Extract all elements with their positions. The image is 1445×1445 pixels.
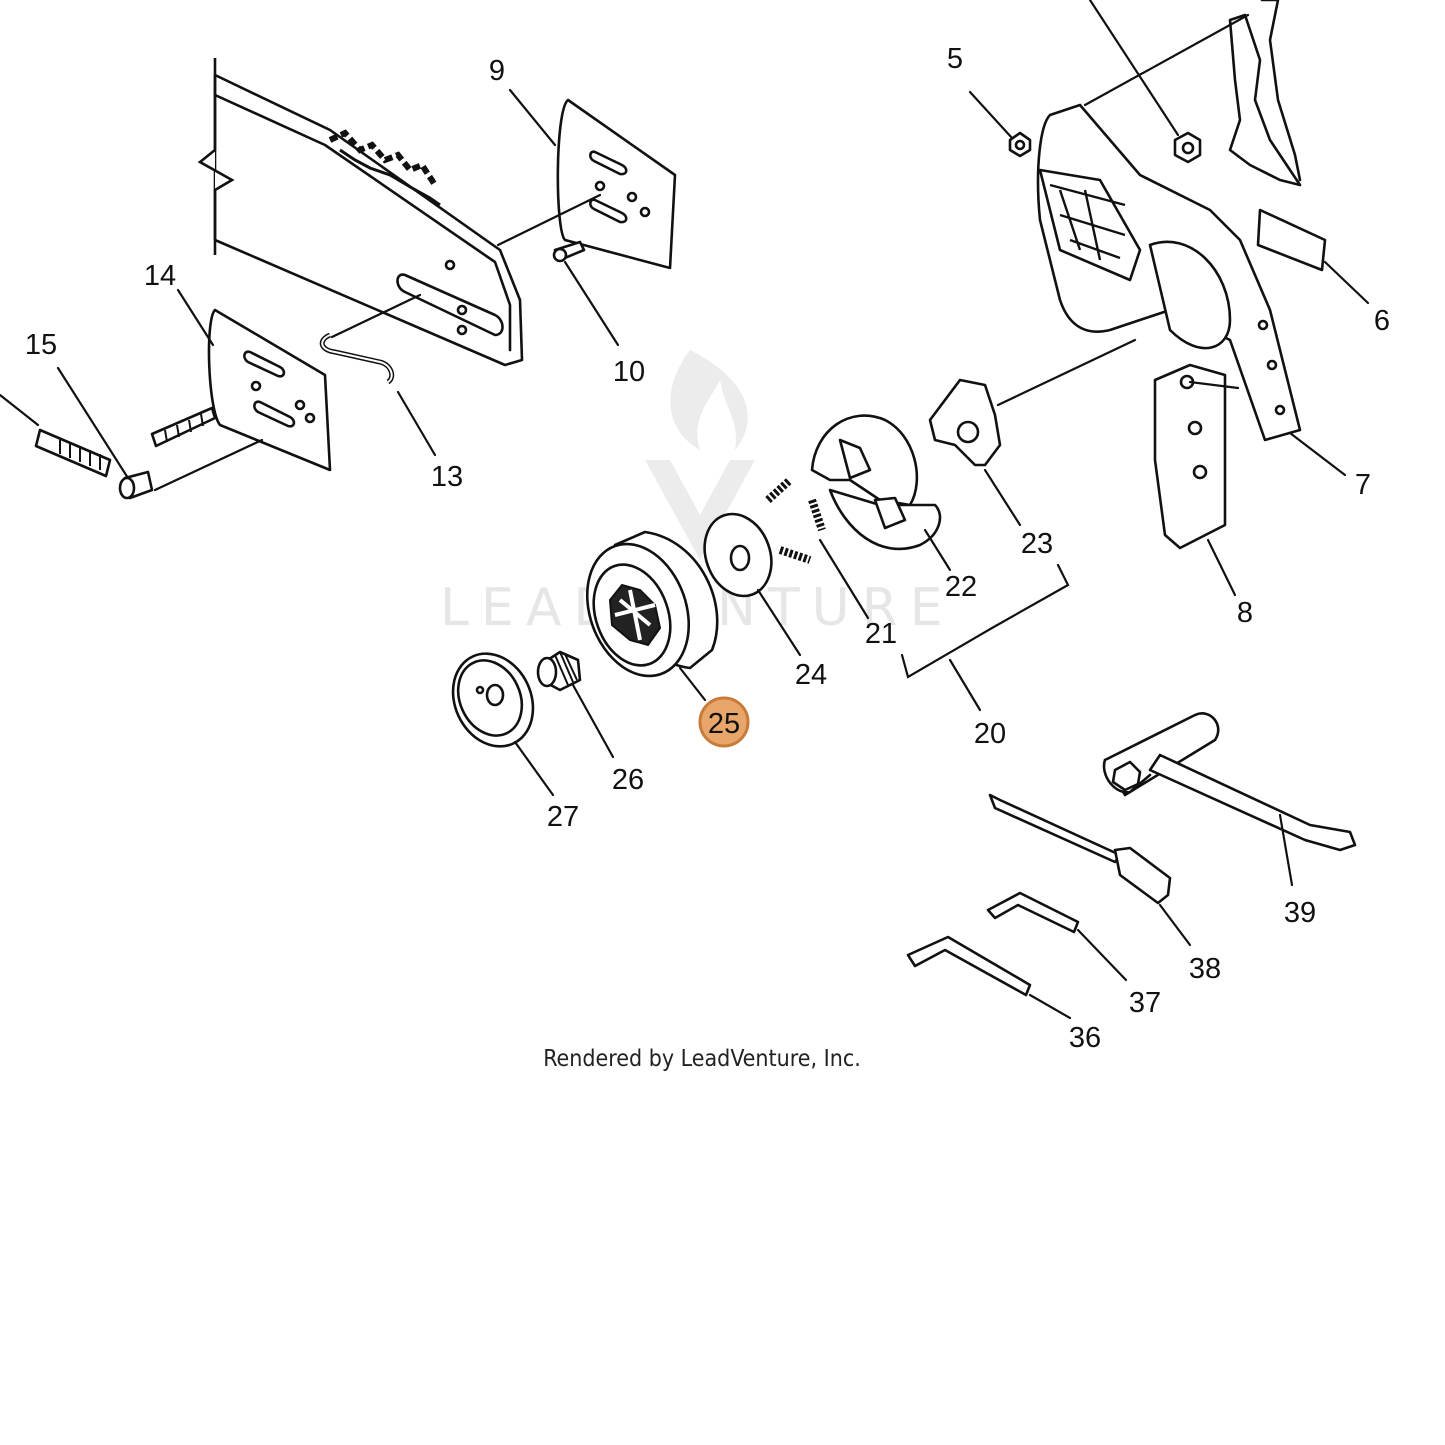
part-25-clutch-drum — [585, 530, 719, 678]
part-15-tensioner — [34, 406, 217, 500]
callout-13[interactable]: 13 — [431, 461, 463, 493]
callout-20[interactable]: 20 — [974, 718, 1006, 750]
callout-15[interactable]: 15 — [25, 329, 57, 361]
callout-5[interactable]: 5 — [947, 43, 963, 75]
callout-21[interactable]: 21 — [865, 618, 897, 650]
cover-nut — [1173, 131, 1202, 164]
part-39-t-wrench — [1102, 712, 1357, 852]
part-23-hub — [928, 378, 1002, 467]
sprocket-cover — [1036, 103, 1302, 442]
callout-6[interactable]: 6 — [1374, 305, 1390, 337]
saw-chain — [328, 129, 441, 207]
callout-7[interactable]: 7 — [1355, 469, 1371, 501]
callout-22[interactable]: 22 — [945, 571, 977, 603]
part-22-clutch-shoes — [810, 414, 942, 551]
callout-24[interactable]: 24 — [795, 659, 827, 691]
callout-25[interactable]: 25 — [708, 708, 740, 740]
part-8-bracket — [1153, 363, 1227, 550]
callout-38[interactable]: 38 — [1189, 953, 1221, 985]
callout-23[interactable]: 23 — [1021, 528, 1053, 560]
guide-bar — [197, 58, 524, 367]
callouts: 5 6 7 8 9 10 13 14 15 20 21 22 23 24 25 … — [25, 43, 1390, 1054]
part-21-springs — [765, 477, 826, 564]
part-13-clip — [319, 332, 395, 385]
part-24-washer — [703, 512, 773, 598]
leader-lines — [0, 0, 1370, 1020]
callout-27[interactable]: 27 — [547, 801, 579, 833]
callout-26[interactable]: 26 — [612, 764, 644, 796]
callout-25-highlight[interactable] — [698, 696, 750, 748]
part-27-washer-plate — [451, 652, 535, 748]
part-26-bearing — [536, 650, 582, 692]
part-36-hex-key — [906, 935, 1032, 997]
part-38-screwdriver — [988, 793, 1172, 905]
callout-39[interactable]: 39 — [1284, 897, 1316, 929]
callout-10[interactable]: 10 — [613, 356, 645, 388]
callout-9[interactable]: 9 — [489, 55, 505, 87]
callout-14[interactable]: 14 — [144, 260, 176, 292]
part-14-plate — [207, 308, 332, 472]
callout-8[interactable]: 8 — [1237, 597, 1253, 629]
part-6-label — [1256, 208, 1327, 272]
brake-band — [1228, 0, 1302, 187]
part-9-plate — [556, 98, 677, 270]
part-37-hex-key — [986, 891, 1080, 934]
part-10-screw — [552, 240, 586, 263]
callout-37[interactable]: 37 — [1129, 987, 1161, 1019]
part-5-nut — [1008, 131, 1032, 158]
callout-36[interactable]: 36 — [1069, 1022, 1101, 1054]
footer-credit: Rendered by LeadVenture, Inc. — [543, 1046, 861, 1072]
